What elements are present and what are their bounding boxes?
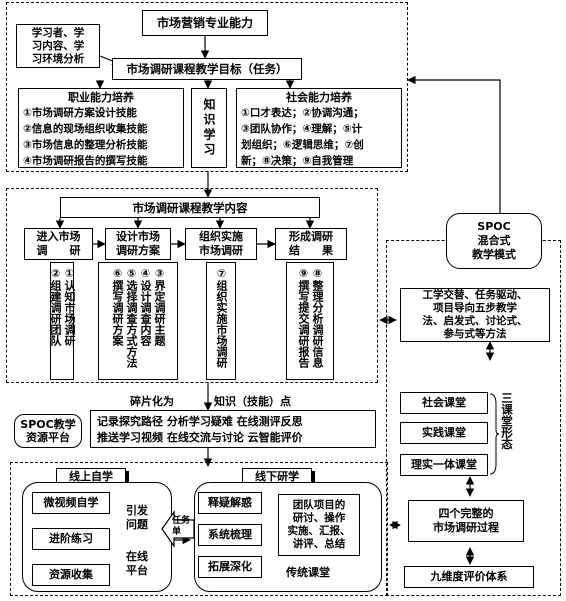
vocational-item: ①市场调研方案设计技能 [23,107,137,119]
trigger-question-label: 引发 问题 [126,504,148,531]
team-project-box: 团队项目的 研讨、操作 实施、汇报、 讲评、总结 [278,494,360,556]
traditional-classroom-label: 传统课堂 [286,566,330,579]
offline-item-organize: 系统梳理 [198,524,262,546]
task-item: ①认知市场调研 [63,267,76,346]
vocational-ability-box: 职业能力培养 ①市场调研方案设计技能 ②信息的现场组织收集技能 ③市场信息的整理… [18,88,184,168]
task-item: ⑥撰写调研方案 [111,267,124,346]
stage-tasks-enter-market: ②组建调研团队 ①认知市场调研 [49,262,76,380]
teaching-methods-box: 工学交替、任务驱动、 项目导向五步教学 法、启发式、讨论式、 参与式等方法 [400,288,550,342]
online-item-video: 微视频自学 [32,492,110,514]
vocational-item: ②信息的现场组织收集技能 [23,123,148,135]
three-forms-label: 三课堂形态 [500,392,514,450]
content-group-frame [6,188,378,383]
task-item: ③界定调研主题 [153,267,166,346]
classroom-brace [489,393,500,475]
online-self-study-title: 线上自学 [56,468,126,486]
social-title: 社会能力培养 [286,91,352,104]
stage-tasks-implement: ⑦组织实施市场调研 [206,262,236,380]
stage-tasks-results: ⑨撰写提交调研报告 ⑧整理分析调研信息 [286,262,334,380]
online-item-practice: 进阶练习 [32,528,110,550]
stage-design-plan: 设计市场 调研方案 [105,228,171,260]
task-item: ②组建调研团队 [49,267,62,346]
knowledge-learning-box: 知识学习 [191,88,227,168]
analysis-box: 学习者、学 习内容、学 习环境分析 [16,24,100,68]
social-ability-box: 社会能力培养 ①口才表达；②协调沟通； ③团队协作；④理解；⑤计 划组织；⑥逻辑… [236,88,402,168]
stage-implement: 组织实施 市场调研 [185,228,257,260]
platform-activities-box: 记录探究路径 分析学习疑难 在线测评反思 推送学习视频 在线交流与讨论 云智能评… [90,410,376,448]
fragment-label: 碎片化为 [130,395,174,408]
blended-group-frame [10,462,388,596]
vocational-title: 职业能力培养 [68,91,134,104]
stage-tasks-design-plan: ⑥撰写调研方案 ⑤选择调查方式方法 ④设计调查内容 ③界定调研主题 [98,262,178,380]
online-platform-label: 在线 平台 [126,550,148,577]
online-item-resources: 资源收集 [32,564,110,586]
vocational-item: ④市场调研报告的撰写技能 [23,155,148,167]
classroom-integrated: 理实一体课堂 [400,454,488,476]
goal-group-frame [6,2,408,172]
classroom-social: 社会课堂 [400,392,488,414]
goal-title-box: 市场调研课程教学目标（任务） [112,58,302,80]
research-process-box: 四个完整的 市场调研过程 [408,500,524,542]
task-item: ④设计调查内容 [139,267,152,346]
social-items: ①口才表达；②协调沟通； ③团队协作；④理解；⑤计 划组织；⑥逻辑思维；⑦创 新… [241,107,364,167]
knowledge-point-label: 知识（技能）点 [214,395,291,408]
classroom-practice: 实践课堂 [400,422,488,444]
offline-item-clarify: 释疑解惑 [198,492,262,514]
stage-results: 形成调研 结 果 [275,228,347,260]
offline-item-extend: 拓展深化 [198,556,262,578]
spoc-platform-badge: SPOC教学 资源平台 [14,414,82,448]
evaluation-system-box: 九维度评价体系 [404,566,534,588]
offline-study-title: 线下研学 [242,468,312,486]
task-sheet-label: 任务 单 [172,516,191,537]
spoc-mode-box: SPOC 混合式 教学模式 [446,213,542,269]
content-title-box: 市场调研课程教学内容 [60,197,320,218]
task-item: ⑨撰写提交调研报告 [297,267,310,368]
stage-enter-market: 进入市场 调 研 [24,228,93,260]
vocational-item: ③市场信息的整理分析技能 [23,139,148,151]
task-item: ⑤选择调查方式方法 [125,267,138,368]
task-item: ⑧整理分析调研信息 [311,267,324,368]
core-ability-box: 市场营销专业能力 [142,10,268,36]
task-item: ⑦组织实施市场调研 [215,267,228,368]
